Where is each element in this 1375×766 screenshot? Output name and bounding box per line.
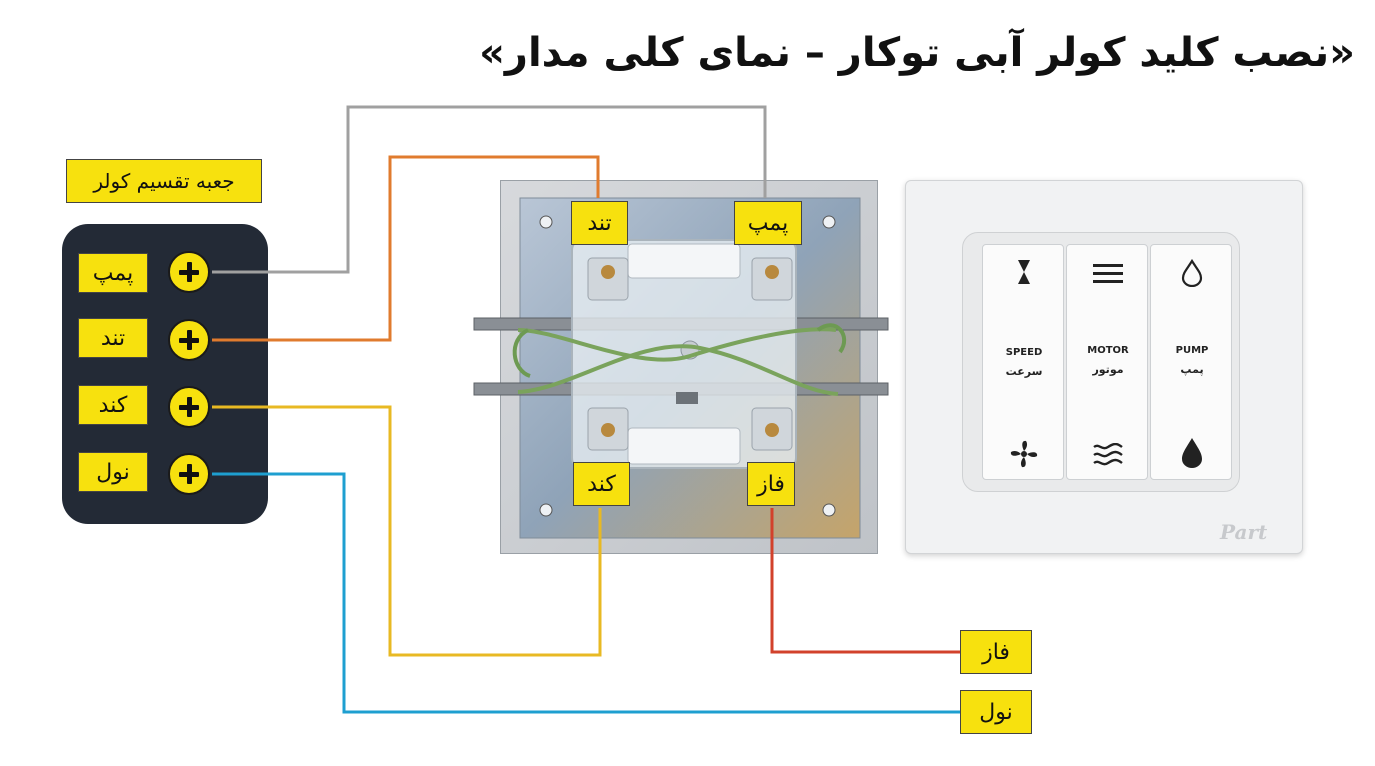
- menu-lines-icon: [1067, 263, 1149, 289]
- switch-label-pump: پمپ: [734, 201, 802, 245]
- box-label-slow: کند: [78, 385, 148, 425]
- drop-outline-icon: [1151, 258, 1233, 291]
- wire-phase: [770, 508, 962, 654]
- wire-slow: [212, 405, 602, 657]
- pump-rocker: PUMP پمپ: [1150, 244, 1232, 480]
- speed-label-fa: سرعت: [1005, 365, 1043, 378]
- motor-label-fa: موتور: [1092, 363, 1124, 376]
- motor-rocker: MOTOR موتور: [1066, 244, 1148, 480]
- waves-icon: [1067, 442, 1149, 471]
- box-label-neutral: نول: [78, 452, 148, 492]
- wire-neutral: [212, 472, 962, 714]
- box-label-fast: تند: [78, 318, 148, 358]
- plus-terminal-icon: [168, 319, 210, 361]
- pump-label-en: PUMP: [1175, 345, 1209, 356]
- drop-filled-icon: [1151, 437, 1233, 473]
- box-label-pump: پمپ: [78, 253, 148, 293]
- switch-label-slow: کند: [573, 462, 630, 506]
- plus-terminal-icon: [168, 453, 210, 495]
- distribution-box-label: جعبه تقسیم کولر: [66, 159, 262, 203]
- fan-icon: [983, 439, 1065, 473]
- pump-label-fa: پمپ: [1180, 363, 1204, 376]
- motor-label-en: MOTOR: [1087, 345, 1129, 356]
- supply-label-phase: فاز: [960, 630, 1032, 674]
- plus-terminal-icon: [168, 251, 210, 293]
- speed-rocker: SPEED سرعت: [982, 244, 1064, 480]
- brand-logo: Part: [1220, 520, 1268, 544]
- page-title: «نصب کلید کولر آبی توکار – نمای کلی مدار…: [479, 30, 1355, 76]
- switch-label-fast: تند: [571, 201, 628, 245]
- hourglass-fan-icon: [983, 259, 1065, 289]
- wire-pump: [212, 105, 767, 274]
- plus-terminal-icon: [168, 386, 210, 428]
- switch-label-phase: فاز: [747, 462, 795, 506]
- supply-label-neutral: نول: [960, 690, 1032, 734]
- wire-fast: [212, 155, 600, 342]
- speed-label-en: SPEED: [1005, 347, 1043, 358]
